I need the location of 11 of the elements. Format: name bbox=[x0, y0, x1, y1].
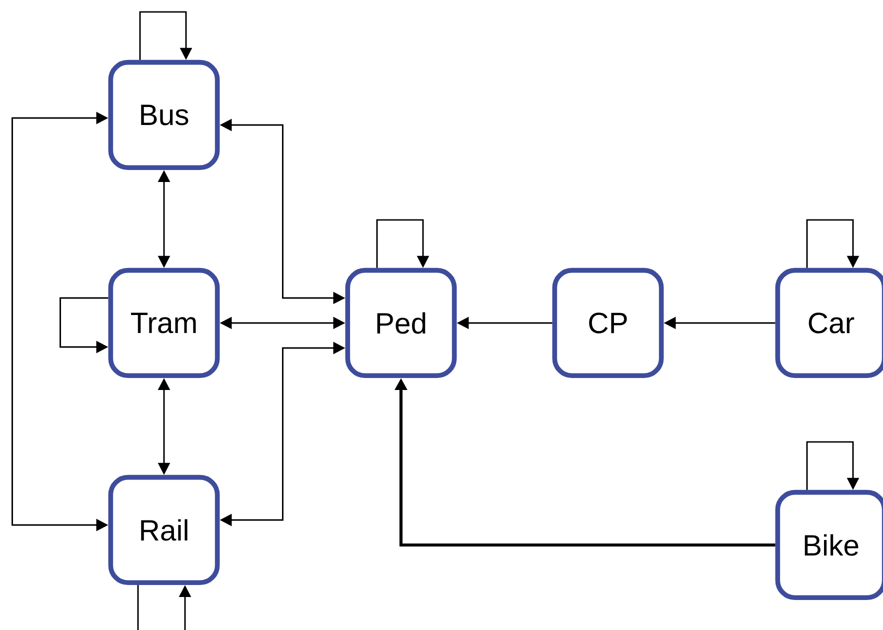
process-box: CP bbox=[552, 268, 664, 378]
process-box: Rail bbox=[108, 474, 220, 586]
self-loop-arrow bbox=[376, 219, 430, 268]
process-box: Car bbox=[775, 268, 883, 378]
self-loop-arrow bbox=[806, 441, 860, 490]
process-box: Tram bbox=[108, 268, 220, 378]
process-box: Bike bbox=[775, 490, 883, 600]
process-box: Ped bbox=[345, 268, 457, 378]
self-loop-arrow bbox=[806, 219, 860, 268]
self-loop-arrow bbox=[139, 11, 192, 60]
process-box: Bus bbox=[108, 60, 220, 170]
